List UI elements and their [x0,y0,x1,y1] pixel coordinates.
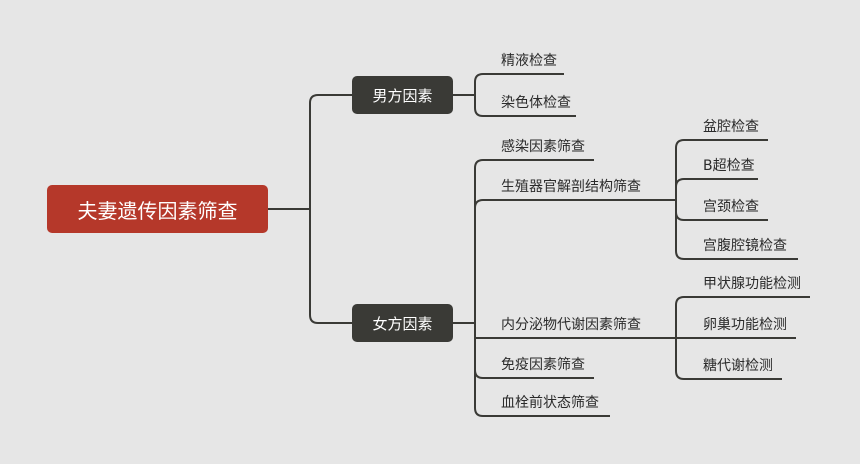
connector-female-2 [474,199,676,323]
leaf-semen-exam[interactable]: 精液检查 [501,53,557,69]
leaf-infection-screening[interactable]: 感染因素筛查 [501,139,585,155]
connector-anatomy-4 [675,200,798,260]
connector-root-female [309,209,352,324]
connector-anatomy-1 [675,139,768,200]
leaf-endocrine-screening[interactable]: 内分泌物代谢因素筛查 [501,317,641,333]
leaf-chromosome-exam[interactable]: 染色体检查 [501,95,571,111]
connector-endocrine-1 [675,296,810,338]
root-node[interactable]: 夫妻遗传因素筛查 [47,185,268,233]
connector-female-5 [474,323,610,417]
leaf-cervical-exam[interactable]: 宫颈检查 [703,199,759,215]
branch-female-factors[interactable]: 女方因素 [352,304,453,342]
connector-root-male [309,94,352,209]
leaf-immune-screening[interactable]: 免疫因素筛查 [501,357,585,373]
connector-anatomy-2 [675,178,758,200]
leaf-glucose-test[interactable]: 糖代谢检测 [703,358,773,374]
leaf-prethrombotic-screening[interactable]: 血栓前状态筛查 [501,395,599,411]
connector-male-1 [474,73,564,95]
leaf-ovarian-test[interactable]: 卵巢功能检测 [703,317,787,333]
leaf-thyroid-test[interactable]: 甲状腺功能检测 [703,276,801,292]
leaf-ultrasound-exam[interactable]: B超检查 [703,158,755,174]
connector-female-1 [474,159,594,323]
connector-male-2 [474,95,576,117]
leaf-pelvic-exam[interactable]: 盆腔检查 [703,119,759,135]
branch-male-factors[interactable]: 男方因素 [352,76,453,114]
connector-endocrine-3 [675,338,782,380]
leaf-laparoscopy-exam[interactable]: 宫腹腔镜检查 [703,238,787,254]
leaf-anatomy-screening[interactable]: 生殖器官解剖结构筛查 [501,179,641,195]
